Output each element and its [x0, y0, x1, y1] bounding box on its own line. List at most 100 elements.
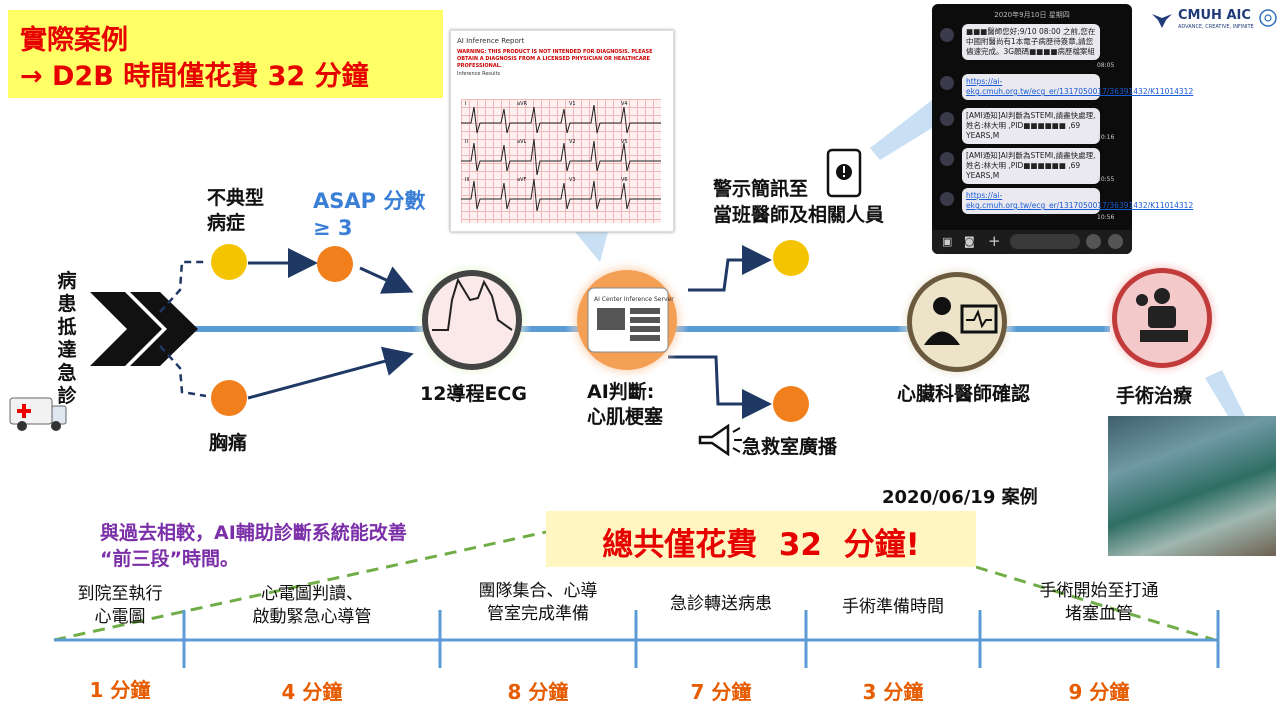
timeline-duration: 1 分鐘	[89, 678, 151, 702]
lead-label: V2	[569, 139, 576, 145]
arrow-to-sms	[688, 245, 772, 292]
sms-message: ■■■醫師您好;9/10 08:00 之前,您在中國附醫尚有1本電子病歷待簽章,…	[962, 24, 1100, 60]
timeline-stage-label: 手術開始至打通 堵塞血管	[1039, 581, 1159, 624]
megaphone-icon	[698, 423, 730, 457]
lead-label: II	[465, 139, 468, 145]
contact-avatar-icon	[940, 76, 954, 90]
lead-label: III	[465, 177, 470, 183]
title-box	[8, 10, 443, 98]
dash-connector-right	[975, 565, 1216, 642]
arrow-to-ecg-top	[359, 266, 414, 294]
sms-message: [AMI通知]AI判斷為STEMI,請盡快處理, 姓名:林大明 ,PID■■■■…	[962, 108, 1100, 144]
surgery-photo	[1108, 416, 1276, 556]
node-chest-pain	[211, 380, 247, 416]
node-sms	[773, 240, 809, 276]
ecg-label: 12導程ECG	[420, 383, 527, 405]
chevron-arrow-1	[90, 292, 162, 366]
ai-judgement-label: AI判斷: 心肌梗塞	[587, 381, 664, 428]
title-line-1: 實際案例	[20, 25, 128, 56]
atypical-label: 不典型 病症	[207, 187, 265, 234]
doctor-icon-head	[933, 297, 951, 315]
timeline-duration: 4 分鐘	[281, 680, 343, 704]
eagle-logo-icon	[1152, 14, 1172, 28]
sms-time: 10:56	[1097, 214, 1115, 221]
case-date: 2020/06/19 案例	[882, 487, 1038, 508]
server-rack-icon-1	[630, 308, 660, 314]
tablet-alert-icon	[826, 148, 862, 198]
lead-label: aVR	[517, 101, 527, 107]
surgery-label: 手術治療	[1116, 385, 1193, 407]
lead-label: aVL	[517, 139, 527, 145]
node-asap	[317, 246, 353, 282]
contact-avatar-icon	[940, 152, 954, 166]
logo-tagline: ADVANCE, CREATIVE, INFINITE	[1178, 24, 1254, 30]
comparison-note: 與過去相較，AI輔助診斷系統能改善 “前三段”時間。	[100, 522, 407, 570]
total-time-box: 總共僅花費 32 分鐘!	[546, 511, 976, 567]
operating-table-icon	[1140, 330, 1188, 342]
timeline-duration: 8 分鐘	[507, 680, 569, 704]
total-time-text: 總共僅花費 32 分鐘!	[602, 527, 920, 563]
report-pointer	[575, 232, 608, 262]
surgeon-icon-head	[1154, 288, 1170, 304]
server-rack-icon-3	[630, 326, 660, 332]
phone-sms-screen: 2020年9月10日 星期四 ■■■醫師您好;9/10 08:00 之前,您在中…	[932, 4, 1193, 254]
surgeon-icon-body	[1148, 306, 1176, 328]
cardiologist-node-face	[912, 277, 1002, 367]
server-rack-icon-4	[630, 335, 660, 341]
lead-label: V5	[621, 139, 628, 145]
camera-icon[interactable]: ◙	[964, 235, 975, 248]
chest-pain-label: 胸痛	[209, 432, 248, 454]
sms-date: 2020年9月10日 星期四	[994, 11, 1070, 19]
ecg-waveform-icon	[432, 277, 513, 331]
logo-name: CMUH AIC	[1178, 8, 1251, 23]
timeline-stage-label: 急診轉送病患	[670, 594, 772, 614]
ai-server-caption: AI Center Inference Server	[594, 296, 674, 303]
branch-bottom-dashed	[159, 345, 207, 398]
title-line-2: → D2B 時間僅花費 32 分鐘	[20, 61, 369, 92]
timeline-stage-label: 到院至執行 心電圖	[77, 584, 163, 627]
timeline-stage-label: 團隊集合、心導 管室完成準備	[478, 581, 598, 624]
sms-link[interactable]: https://ai-ekg.cmuh.org.tw/ecg_er/131705…	[962, 188, 1193, 214]
photo-pointer	[1205, 370, 1245, 416]
timeline-stage-label: 手術準備時間	[842, 597, 944, 617]
arrow-to-ecg-bottom	[247, 346, 414, 400]
contact-avatar-icon	[940, 28, 954, 42]
sms-time: 10:55	[1097, 176, 1115, 183]
phone-pointer	[870, 100, 932, 160]
network-logo-icon	[1259, 9, 1277, 27]
lead-label: V4	[621, 101, 628, 107]
broadcast-label: 急救室廣播	[742, 436, 838, 458]
sms-input-bar[interactable]: ▣ ◙ +	[932, 230, 1132, 254]
doctor-icon-body	[924, 331, 960, 345]
gallery-icon[interactable]: ▣	[942, 235, 953, 248]
arrow-to-broadcast	[668, 355, 772, 419]
ecg-tracing: I aVR V1 V4 II aVL V2 V5 III aVF V3 V6	[461, 99, 661, 223]
report-results-label: Inference Results	[457, 71, 501, 77]
send-icon[interactable]	[1108, 234, 1123, 249]
sms-time: 08:05	[1097, 62, 1115, 69]
cmuh-aic-logo: CMUH AIC ADVANCE, CREATIVE, INFINITE	[1150, 6, 1277, 36]
node-atypical	[211, 244, 247, 280]
report-warning: WARNING: THIS PRODUCT IS NOT INTENDED FO…	[457, 49, 653, 69]
lead-label: V6	[621, 177, 628, 183]
lead-label: V1	[569, 101, 576, 107]
timeline-duration: 3 分鐘	[862, 680, 924, 704]
report-title: AI Inference Report	[457, 37, 525, 45]
voice-icon[interactable]	[1086, 234, 1101, 249]
heart-monitor-icon	[960, 304, 998, 334]
timeline-duration: 7 分鐘	[690, 680, 752, 704]
ai-inference-report: AI Inference Report WARNING: THIS PRODUC…	[450, 30, 674, 232]
message-input[interactable]	[1010, 234, 1080, 249]
ecg-node-face	[428, 276, 516, 364]
sms-time: 10:16	[1097, 134, 1115, 141]
server-rack-icon-2	[630, 317, 660, 323]
assistant-icon-head	[1136, 294, 1148, 306]
monitor-icon	[597, 308, 625, 330]
contact-avatar-icon	[940, 192, 954, 206]
cardiologist-label: 心臟科醫師確認	[897, 383, 1031, 405]
lead-label: V3	[569, 177, 576, 183]
lead-label: I	[465, 101, 467, 107]
sms-link[interactable]: https://ai-ekg.cmuh.org.tw/ecg_er/131705…	[962, 74, 1193, 100]
add-icon[interactable]: +	[988, 232, 1001, 250]
